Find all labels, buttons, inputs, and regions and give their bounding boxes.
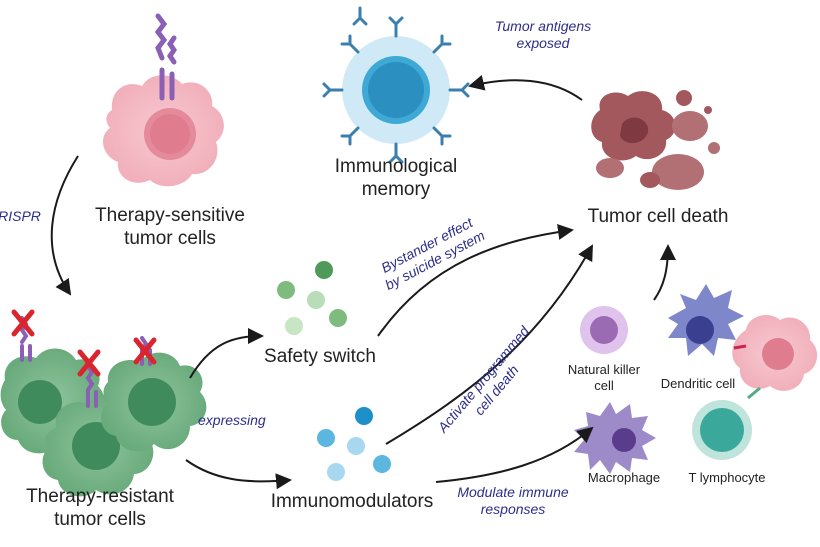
therapy-resistant-cells [0, 309, 207, 497]
t-lymphocyte [692, 400, 752, 460]
crispr-annotation: CRISPR [0, 208, 41, 224]
sensitive-label: Therapy-sensitive tumor cells [60, 205, 280, 251]
modulate-line2: responses [480, 500, 546, 517]
modulate-annotation: Modulate immune responses [448, 484, 578, 518]
safety-switch-spheres [277, 261, 347, 335]
t-lymphocyte-label: T lymphocyte [688, 470, 766, 485]
immunomodulators-label: Immunomodulators [270, 491, 434, 512]
resistant-label-line1: Therapy-resistant [26, 486, 174, 507]
memory-label-line1: Immunological [334, 156, 458, 177]
therapy-sensitive-cell [103, 13, 224, 187]
expressing-annotation: expressing [198, 412, 266, 428]
tumor-death-label: Tumor cell death [587, 206, 729, 227]
natural-killer-cell [580, 306, 628, 354]
sensitive-label-line2: tumor cells [124, 227, 216, 249]
immunomodulator-spheres [317, 407, 391, 481]
dendritic-cell [668, 284, 744, 356]
macrophage [574, 402, 656, 474]
memory-cell [322, 6, 470, 164]
arrows [50, 74, 676, 490]
macrophage-label: Macrophage [587, 470, 661, 485]
nk-cell-label: Natural killer cell [556, 362, 652, 393]
nk-label-line1: Natural killer [567, 362, 641, 377]
antigens-annotation: Tumor antigens exposed [478, 18, 608, 52]
dead-tumor-cell [591, 90, 720, 190]
antigens-line1: Tumor antigens [494, 18, 592, 34]
antibody-icon [322, 6, 470, 164]
nk-label-line2: cell [594, 377, 614, 393]
sensitive-label-line1: Therapy-sensitive [95, 205, 245, 226]
target-tumor-cell [732, 315, 818, 400]
memory-label-line2: memory [361, 178, 431, 200]
modulate-line1: Modulate immune [457, 484, 569, 500]
memory-label: Immunological memory [306, 156, 486, 202]
safety-switch-label: Safety switch [264, 346, 376, 367]
dendritic-cell-label: Dendritic cell [660, 376, 736, 391]
receptor-icon [154, 13, 178, 101]
antigens-line2: exposed [516, 34, 570, 51]
knockout-x-icon [11, 309, 157, 377]
resistant-label: Therapy-resistant tumor cells [0, 486, 200, 532]
resistant-label-line2: tumor cells [54, 508, 146, 530]
